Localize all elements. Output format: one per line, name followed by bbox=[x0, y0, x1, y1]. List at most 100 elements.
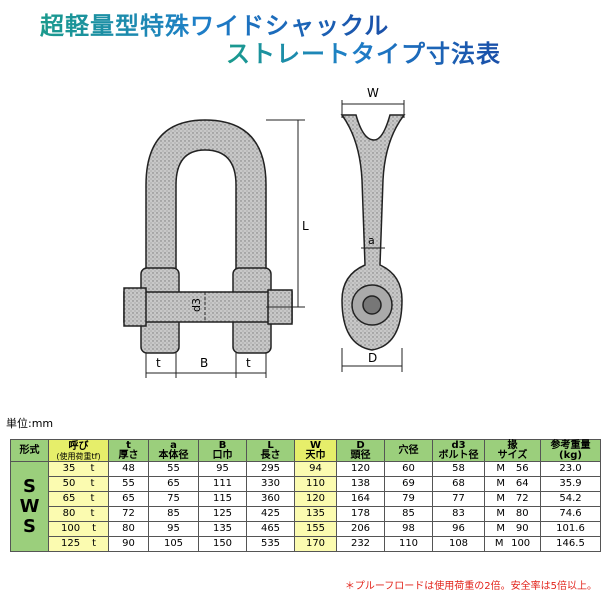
cell-L: 425 bbox=[246, 506, 295, 522]
header-hole: 穴径 bbox=[384, 439, 433, 462]
label-D: D bbox=[368, 351, 377, 365]
cell-B: 95 bbox=[198, 461, 247, 477]
cell-B: 115 bbox=[198, 491, 247, 507]
cell-d3: 68 bbox=[432, 476, 485, 492]
front-view bbox=[123, 119, 293, 354]
side-view bbox=[340, 114, 406, 351]
header-size: 掾サイズ bbox=[484, 439, 541, 462]
shackle-drawing: t B t L d3 W a D bbox=[123, 86, 406, 378]
cell-weight: 23.0 bbox=[540, 461, 601, 477]
cell-D: 138 bbox=[336, 476, 385, 492]
cell-hole: 60 bbox=[384, 461, 433, 477]
cell-hole: 69 bbox=[384, 476, 433, 492]
label-B: B bbox=[200, 356, 208, 370]
cell-L: 535 bbox=[246, 536, 295, 552]
page-subtitle: ストレートタイプ寸法表 bbox=[226, 34, 501, 69]
label-t-left: t bbox=[156, 356, 161, 370]
header-weight: 参考重量(kg) bbox=[540, 439, 601, 462]
cell-d3: 83 bbox=[432, 506, 485, 522]
cell-hole: 110 bbox=[384, 536, 433, 552]
cell-D: 164 bbox=[336, 491, 385, 507]
cell-d3: 77 bbox=[432, 491, 485, 507]
cell-W: 155 bbox=[294, 521, 337, 537]
cell-D: 178 bbox=[336, 506, 385, 522]
cell-weight: 146.5 bbox=[540, 536, 601, 552]
label-d3: d3 bbox=[190, 298, 203, 312]
cell-weight: 35.9 bbox=[540, 476, 601, 492]
page-title: 超軽量型特殊ワイドシャックル bbox=[40, 6, 389, 41]
cell-L: 465 bbox=[246, 521, 295, 537]
cell-W: 110 bbox=[294, 476, 337, 492]
cell-W: 135 bbox=[294, 506, 337, 522]
cell-hole: 79 bbox=[384, 491, 433, 507]
cell-W: 120 bbox=[294, 491, 337, 507]
footnote: ＊プルーフロードは使用荷重の2倍。安全率は5倍以上。 bbox=[344, 581, 597, 592]
cell-t: 55 bbox=[108, 476, 149, 492]
cell-d3: 58 bbox=[432, 461, 485, 477]
label-W: W bbox=[367, 86, 379, 100]
unit-label: 単位:mm bbox=[6, 417, 54, 430]
cell-a: 95 bbox=[148, 521, 199, 537]
label-t-right: t bbox=[246, 356, 251, 370]
cell-d3: 108 bbox=[432, 536, 485, 552]
cell-weight: 101.6 bbox=[540, 521, 601, 537]
cell-L: 360 bbox=[246, 491, 295, 507]
cell-B: 125 bbox=[198, 506, 247, 522]
cell-t: 65 bbox=[108, 491, 149, 507]
cell-weight: 74.6 bbox=[540, 506, 601, 522]
cell-B: 111 bbox=[198, 476, 247, 492]
cell-a: 55 bbox=[148, 461, 199, 477]
cell-a: 65 bbox=[148, 476, 199, 492]
cell-t: 80 bbox=[108, 521, 149, 537]
cell-weight: 54.2 bbox=[540, 491, 601, 507]
cell-W: 94 bbox=[294, 461, 337, 477]
cell-B: 150 bbox=[198, 536, 247, 552]
cell-D: 206 bbox=[336, 521, 385, 537]
cell-hole: 85 bbox=[384, 506, 433, 522]
cell-W: 170 bbox=[294, 536, 337, 552]
cell-d3: 96 bbox=[432, 521, 485, 537]
label-L: L bbox=[302, 219, 309, 233]
cell-D: 232 bbox=[336, 536, 385, 552]
cell-a: 85 bbox=[148, 506, 199, 522]
cell-a: 105 bbox=[148, 536, 199, 552]
cell-t: 48 bbox=[108, 461, 149, 477]
cell-t: 90 bbox=[108, 536, 149, 552]
cell-a: 75 bbox=[148, 491, 199, 507]
header-nominal: 呼び(使用荷重tf) bbox=[48, 439, 109, 462]
cell-hole: 98 bbox=[384, 521, 433, 537]
cell-B: 135 bbox=[198, 521, 247, 537]
cell-D: 120 bbox=[336, 461, 385, 477]
cell-L: 330 bbox=[246, 476, 295, 492]
label-a: a bbox=[368, 234, 375, 247]
header-type: 形式 bbox=[10, 439, 49, 462]
